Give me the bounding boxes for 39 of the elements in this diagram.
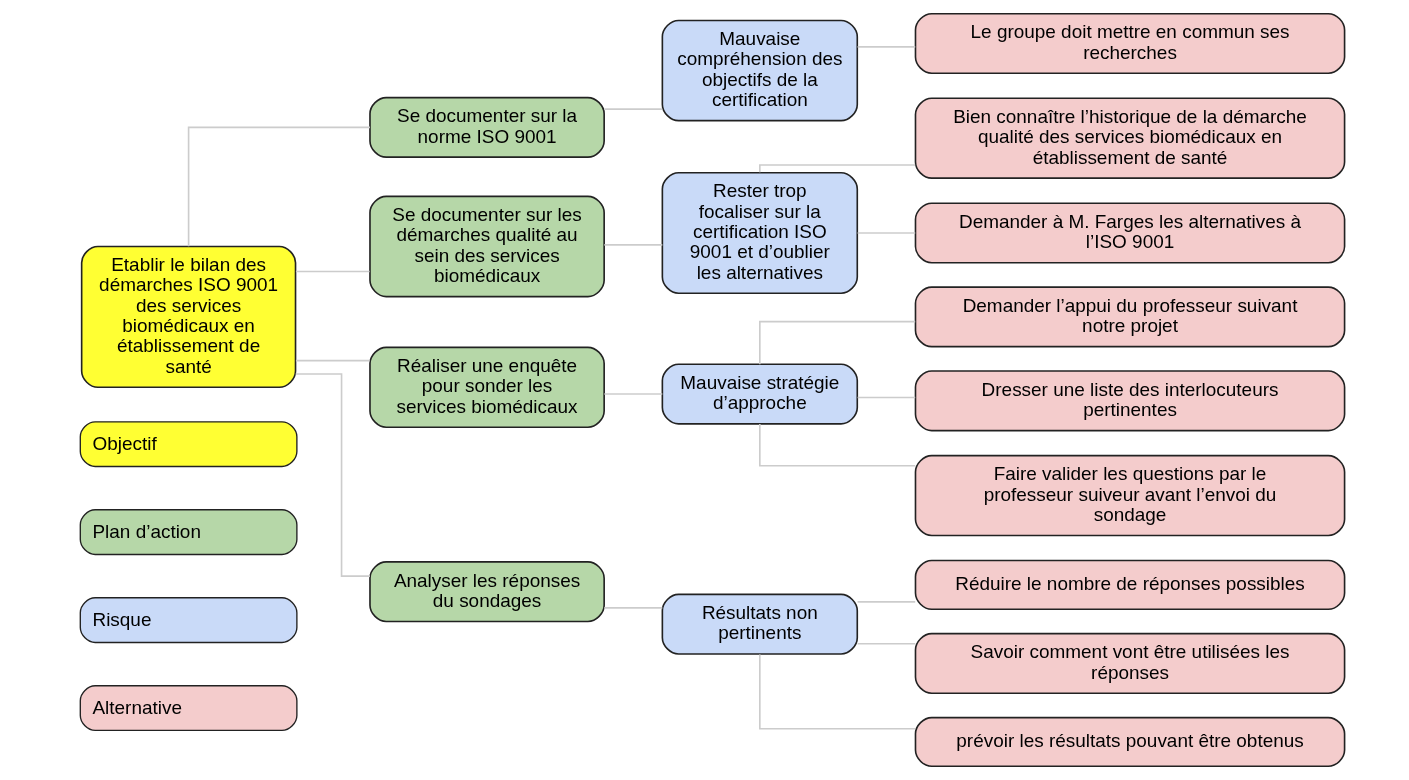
connector xyxy=(856,643,916,645)
node-box: Faire valider les questions par le professeur suiveur avant l’envoi du sondage xyxy=(914,454,1345,537)
node-box: Réduire le nombre de réponses possibles xyxy=(914,559,1345,611)
connector xyxy=(294,359,370,362)
node-box: Dresser une liste des interlocuteurs pertinentes xyxy=(914,370,1345,432)
node-box: Résultats non pertinents xyxy=(661,593,858,655)
legend-label: Objectif xyxy=(91,432,157,454)
connector xyxy=(856,232,916,234)
connector xyxy=(758,164,916,174)
node-box: prévoir les résultats pouvant être obtenus xyxy=(914,716,1345,768)
node-box: Analyser les réponses du sondages xyxy=(368,561,605,623)
connector xyxy=(603,108,663,110)
node-box: Rester trop focaliser sur la certification ISO 9001 et d’oublier les alternatives xyxy=(661,171,858,295)
node-box: Se documenter sur les démarches qualité au sein des services biomédicaux xyxy=(368,195,605,298)
node-box: Le groupe doit mettre en commun ses recherches xyxy=(914,12,1345,75)
connector xyxy=(187,126,371,248)
connector xyxy=(603,244,663,246)
node-box: Mauvaise compréhension des objectifs de la certification xyxy=(661,19,858,122)
connector xyxy=(856,601,916,603)
connector xyxy=(758,320,916,365)
node-box: Mauvaise stratégie d’approche xyxy=(661,363,858,425)
node-box: Bien connaître l’historique de la démarche qualité des services biomédicaux en établissement de santé xyxy=(914,97,1345,179)
connector xyxy=(758,423,916,467)
legend-label: Risque xyxy=(91,608,151,630)
node-box: Savoir comment vont être utilisées les réponses xyxy=(914,632,1345,694)
legend-label: Alternative xyxy=(91,696,182,718)
connector xyxy=(856,46,916,48)
legend-label: Plan d’action xyxy=(91,520,201,542)
connector xyxy=(856,396,916,399)
node-box: Se documenter sur la norme ISO 9001 xyxy=(368,96,605,158)
connector xyxy=(758,653,916,730)
node-box: Demander à M. Farges les alternatives à l’ISO 9001 xyxy=(914,202,1345,264)
connector xyxy=(294,373,371,577)
connector xyxy=(294,270,370,273)
node-box: Etablir le bilan des démarches ISO 9001 des services biomédicaux en établissement de santé xyxy=(80,245,296,389)
node-box: Réaliser une enquête pour sonder les services biomédicaux xyxy=(368,346,605,429)
connector xyxy=(603,393,663,395)
connector xyxy=(603,607,663,609)
node-box: Demander l’appui du professeur suivant notre projet xyxy=(914,286,1345,348)
